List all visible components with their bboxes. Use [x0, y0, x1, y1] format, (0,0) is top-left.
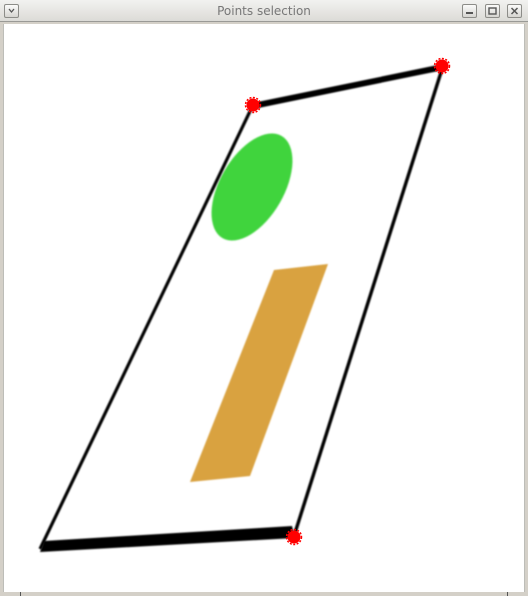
minimize-icon — [466, 12, 473, 14]
quad-left-edge — [38, 104, 255, 550]
maximize-button[interactable] — [485, 4, 500, 18]
quad-top-edge — [252, 64, 444, 109]
selected-point-marker[interactable] — [244, 96, 262, 114]
bottom-tick-mark — [507, 592, 508, 596]
window-bottom-border — [0, 592, 528, 596]
orange-bar — [190, 264, 328, 482]
image-canvas[interactable] — [3, 24, 525, 592]
window-menu-button[interactable] — [4, 4, 19, 18]
quad-bottom-edge — [40, 526, 295, 552]
close-icon — [510, 7, 519, 15]
title-bar[interactable]: Points selection — [0, 0, 528, 22]
bottom-tick-mark — [20, 592, 21, 596]
selected-point-marker[interactable] — [285, 528, 303, 546]
minimize-button[interactable] — [462, 4, 477, 18]
maximize-icon — [488, 7, 497, 15]
green-ellipse — [211, 133, 293, 241]
selected-point-marker[interactable] — [433, 57, 451, 75]
window-title: Points selection — [217, 4, 311, 18]
close-button[interactable] — [507, 4, 522, 18]
window-menu-icon — [8, 8, 15, 14]
quad-right-edge — [292, 65, 445, 537]
canvas-drawing — [38, 57, 451, 552]
